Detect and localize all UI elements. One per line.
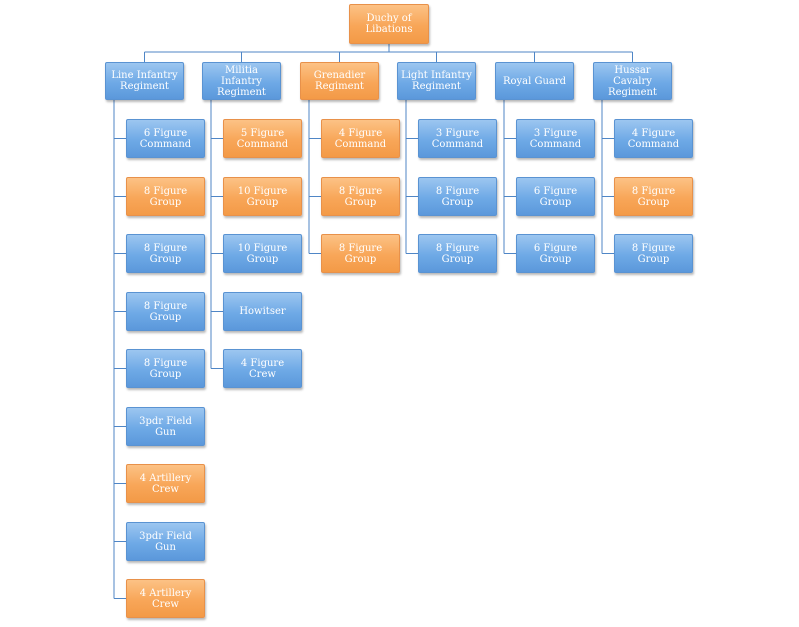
box-label: 3pdr Field Gun [139, 415, 192, 438]
box-label: 6 Figure Group [533, 242, 578, 265]
box-label: Howitser [239, 306, 286, 317]
unit-node: 4 Figure Command [614, 119, 693, 158]
unit-node: 4 Artillery Crew [126, 579, 205, 618]
unit-node: 8 Figure Group [418, 177, 497, 216]
box-label: 4 Artillery Crew [139, 472, 192, 495]
box-label: Hussar Cavalry Regiment [608, 64, 657, 98]
box-label: 6 Figure Command [139, 127, 192, 150]
unit-node: 5 Figure Command [223, 119, 302, 158]
unit-node: 8 Figure Group [126, 292, 205, 331]
box-label: Light Infantry Regiment [401, 70, 472, 92]
box-label: 4 Figure Command [334, 127, 387, 150]
unit-node: 8 Figure Group [126, 177, 205, 216]
box-label: 8 Figure Group [143, 357, 188, 380]
regiment-node-militia-infantry-regiment: Militia Infantry Regiment [202, 62, 281, 100]
box-label: Duchy of Libations [365, 13, 413, 35]
box-label: 6 Figure Group [533, 185, 578, 208]
box-label: 8 Figure Group [143, 185, 188, 208]
regiment-node-royal-guard: Royal Guard [495, 62, 574, 100]
box-label: 8 Figure Group [435, 242, 480, 265]
regiment-node-grenadier-regiment: Grenadier Regiment [300, 62, 379, 100]
unit-node: 10 Figure Group [223, 177, 302, 216]
unit-node: 3pdr Field Gun [126, 407, 205, 446]
box-label: 3 Figure Command [529, 127, 582, 150]
unit-node: 8 Figure Group [321, 234, 400, 273]
unit-node: 3 Figure Command [418, 119, 497, 158]
unit-node: 10 Figure Group [223, 234, 302, 273]
unit-node: 4 Figure Command [321, 119, 400, 158]
regiment-node-light-infantry-regiment: Light Infantry Regiment [397, 62, 476, 100]
box-label: 8 Figure Group [143, 242, 188, 265]
unit-node: 6 Figure Group [516, 177, 595, 216]
box-label: 4 Figure Command [627, 127, 680, 150]
unit-node: 4 Figure Crew [223, 349, 302, 388]
regiment-node-hussar-cavalry-regiment: Hussar Cavalry Regiment [593, 62, 672, 100]
unit-node: 8 Figure Group [126, 234, 205, 273]
root-node: Duchy of Libations [349, 4, 429, 44]
unit-node: 3pdr Field Gun [126, 522, 205, 561]
unit-node: 3 Figure Command [516, 119, 595, 158]
box-label: 4 Figure Crew [240, 357, 285, 380]
box-label: 3pdr Field Gun [139, 530, 192, 553]
box-label: Line Infantry Regiment [111, 70, 178, 92]
unit-node: 4 Artillery Crew [126, 464, 205, 503]
regiment-node-line-infantry-regiment: Line Infantry Regiment [105, 62, 184, 100]
unit-node: 6 Figure Group [516, 234, 595, 273]
unit-node: Howitser [223, 292, 302, 331]
box-label: Royal Guard [502, 75, 567, 87]
box-label: 10 Figure Group [237, 242, 288, 265]
box-label: Militia Infantry Regiment [217, 64, 266, 98]
box-label: 5 Figure Command [236, 127, 289, 150]
box-label: 8 Figure Group [338, 185, 383, 208]
box-label: 8 Figure Group [143, 300, 188, 323]
unit-node: 8 Figure Group [418, 234, 497, 273]
unit-node: 8 Figure Group [614, 177, 693, 216]
box-label: Grenadier Regiment [313, 70, 366, 92]
box-label: 4 Artillery Crew [139, 587, 192, 610]
box-label: 8 Figure Group [631, 185, 676, 208]
box-label: 8 Figure Group [435, 185, 480, 208]
box-label: 8 Figure Group [338, 242, 383, 265]
unit-node: 8 Figure Group [614, 234, 693, 273]
unit-node: 8 Figure Group [126, 349, 205, 388]
box-label: 8 Figure Group [631, 242, 676, 265]
unit-node: 6 Figure Command [126, 119, 205, 158]
box-label: 3 Figure Command [431, 127, 484, 150]
box-label: 10 Figure Group [237, 185, 288, 208]
unit-node: 8 Figure Group [321, 177, 400, 216]
